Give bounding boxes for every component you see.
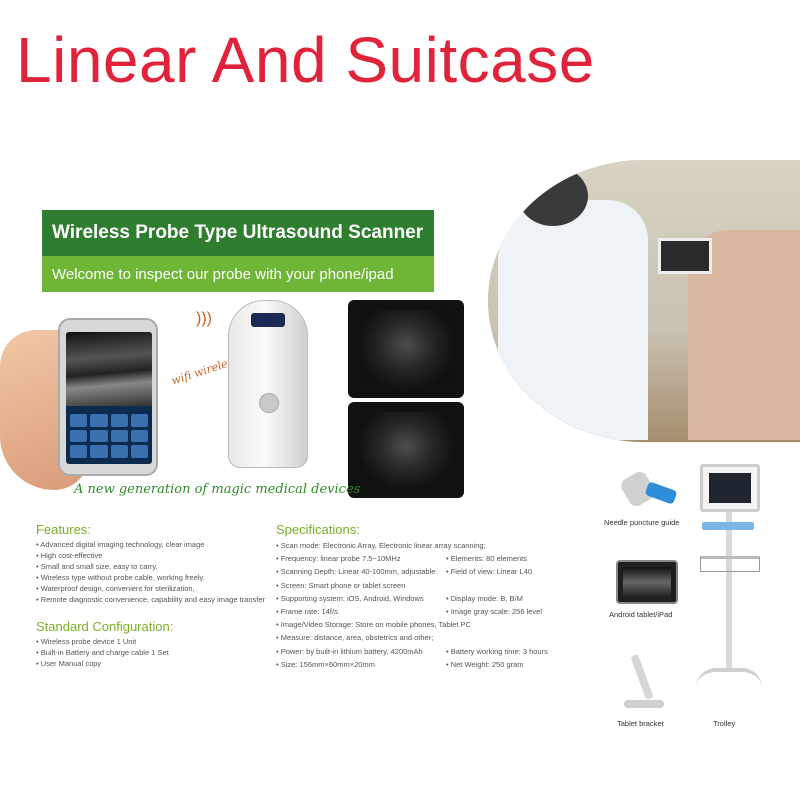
tablet-label: Android tablet/iPad [609, 610, 673, 619]
configuration-list: Wireless probe device 1 Unit Built-in Ba… [36, 636, 266, 669]
list-item: Waterproof design, convenient for steril… [36, 583, 266, 594]
ultrasound-image-1 [348, 300, 464, 398]
configuration-heading: Standard Configuration: [36, 619, 174, 634]
spec-left: Frame rate: 14f/s [276, 607, 446, 616]
phone-screen [66, 332, 152, 464]
tablet-bracket-image [620, 650, 666, 710]
list-item: Wireless probe device 1 Unit [36, 636, 266, 647]
list-item: Wireless type without probe cable, worki… [36, 572, 266, 583]
tablet-bracket-label: Tablet bracket [617, 719, 664, 728]
needle-guide-image [618, 468, 678, 514]
spec-left: Frequency: linear probe 7.5~10MHz [276, 554, 446, 563]
spec-right: Field of view: Linear L40 [446, 567, 586, 576]
spec-left: Image/Video Storage: Store on mobile pho… [276, 620, 471, 629]
probe-display [251, 313, 285, 327]
spec-row: Image/Video Storage: Store on mobile pho… [276, 618, 586, 631]
spec-right: Battery working time: 3 hours [446, 647, 586, 656]
wifi-icon: ))) [196, 310, 212, 327]
spec-left: Screen: Smart phone or tablet screen [276, 581, 406, 590]
list-item: Small and small size, easy to carry. [36, 561, 266, 572]
spec-row: Measure: distance, area, obstetrics and … [276, 631, 586, 644]
trolley-image [686, 460, 776, 710]
spec-left: Supporting system: iOS, Android, Windows [276, 594, 446, 603]
needle-guide-label: Needle puncture guide [604, 518, 680, 527]
spec-right: Net Weight: 250 gram [446, 660, 586, 669]
spec-left: Power: by built-in lithium battery, 4200… [276, 647, 446, 656]
list-item: High cost-effective [36, 550, 266, 561]
spec-row: Scanning Depth: Linear 40-100mm, adjusta… [276, 565, 586, 578]
trolley-label: Trolley [713, 719, 736, 728]
tablet-image [616, 560, 678, 604]
ultrasound-image-2 [348, 402, 464, 498]
spec-right: Image gray scale: 256 level [446, 607, 586, 616]
spec-row: Scan mode: Electronic Array, Electronic … [276, 539, 586, 552]
tagline: A new generation of magic medical device… [74, 482, 361, 497]
spec-left: Measure: distance, area, obstetrics and … [276, 633, 434, 642]
spec-row: Supporting system: iOS, Android, Windows… [276, 592, 586, 605]
spec-left: Size: 156mm×60mm×20mm [276, 660, 446, 669]
specifications-table: Scan mode: Electronic Array, Electronic … [276, 539, 586, 671]
phone-app-grid [70, 414, 148, 458]
features-list: Advanced digital imaging technology, cle… [36, 539, 266, 605]
spec-scan-mode: Scan mode: Electronic Array, Electronic … [276, 541, 486, 550]
probe-button-icon [259, 393, 279, 413]
features-heading: Features: [36, 522, 91, 537]
spec-row: Screen: Smart phone or tablet screen [276, 579, 586, 592]
spec-row: Frequency: linear probe 7.5~10MHz Elemen… [276, 552, 586, 565]
doctor-scanning-photo [488, 160, 800, 442]
list-item: Remote diagnostic convenience, capabilit… [36, 594, 266, 605]
spec-row: Power: by built-in lithium battery, 4200… [276, 645, 586, 658]
specifications-heading: Specifications: [276, 522, 360, 537]
ultrasound-preview [66, 332, 152, 406]
smartphone-image [58, 318, 158, 476]
banner-title: Wireless Probe Type Ultrasound Scanner [42, 210, 434, 256]
list-item: User Manual copy [36, 658, 266, 669]
spec-left: Scanning Depth: Linear 40-100mm, adjusta… [276, 567, 446, 576]
page-title: Linear And Suitcase [16, 24, 595, 96]
spec-right: Elements: 80 elements [446, 554, 586, 563]
spec-right: Display mode: B, B/M [446, 594, 586, 603]
list-item: Advanced digital imaging technology, cle… [36, 539, 266, 550]
spec-row: Frame rate: 14f/s Image gray scale: 256 … [276, 605, 586, 618]
banner-subtitle: Welcome to inspect our probe with your p… [42, 256, 434, 292]
list-item: Built-in Battery and charge cable 1 Set [36, 647, 266, 658]
spec-row: Size: 156mm×60mm×20mm Net Weight: 250 gr… [276, 658, 586, 671]
wireless-probe-image [228, 300, 308, 468]
